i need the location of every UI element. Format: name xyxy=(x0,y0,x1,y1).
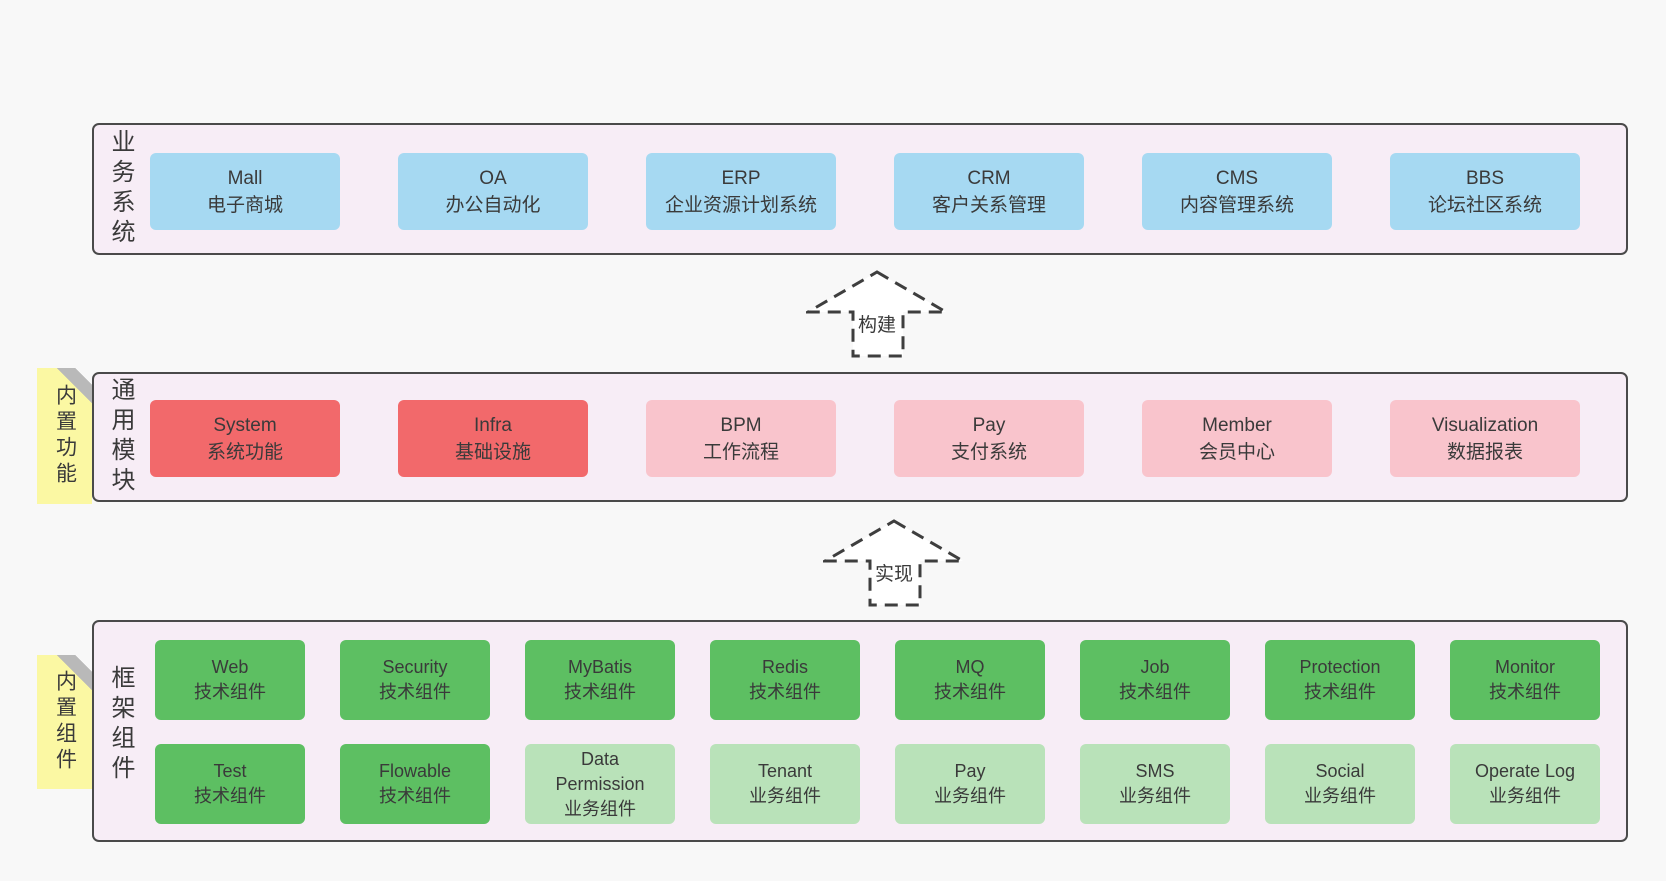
node-bbs: BBS 论坛社区系统 xyxy=(1390,153,1580,230)
node-protection: Protection 技术组件 xyxy=(1265,640,1415,720)
sticky-note-builtin-features: 内置功能 xyxy=(37,368,92,504)
node-tenant: Tenant 业务组件 xyxy=(710,744,860,824)
node-mybatis: MyBatis 技术组件 xyxy=(525,640,675,720)
node-test: Test 技术组件 xyxy=(155,744,305,824)
node-pay-component: Pay 业务组件 xyxy=(895,744,1045,824)
node-cms: CMS 内容管理系统 xyxy=(1142,153,1332,230)
node-social: Social 业务组件 xyxy=(1265,744,1415,824)
arrow-build-label: 构建 xyxy=(854,310,900,337)
node-member: Member 会员中心 xyxy=(1142,400,1332,477)
band-title-common-modules: 通用模块 xyxy=(107,377,134,497)
sticky-note-label: 内置功能 xyxy=(53,384,77,488)
band-framework-components: 框架组件 Web 技术组件 Security 技术组件 MyBatis 技术组件… xyxy=(92,620,1628,842)
node-job: Job 技术组件 xyxy=(1080,640,1230,720)
arrow-implement-icon: 实现 xyxy=(823,519,965,607)
node-system: System 系统功能 xyxy=(150,400,340,477)
sticky-note-label: 内置组件 xyxy=(53,670,77,774)
band-title-business-systems: 业务系统 xyxy=(107,129,134,249)
sticky-note-builtin-components: 内置组件 xyxy=(37,655,92,789)
node-operate-log: Operate Log 业务组件 xyxy=(1450,744,1600,824)
arrow-implement-label: 实现 xyxy=(871,559,917,586)
node-pay-module: Pay 支付系统 xyxy=(894,400,1084,477)
arrow-build-icon: 构建 xyxy=(806,270,948,358)
node-mq: MQ 技术组件 xyxy=(895,640,1045,720)
node-oa: OA 办公自动化 xyxy=(398,153,588,230)
node-erp: ERP 企业资源计划系统 xyxy=(646,153,836,230)
node-flowable: Flowable 技术组件 xyxy=(340,744,490,824)
node-visualization: Visualization 数据报表 xyxy=(1390,400,1580,477)
node-web: Web 技术组件 xyxy=(155,640,305,720)
node-crm: CRM 客户关系管理 xyxy=(894,153,1084,230)
node-bpm: BPM 工作流程 xyxy=(646,400,836,477)
band-business-systems: 业务系统 Mall 电子商城 OA 办公自动化 ERP 企业资源计划系统 CRM… xyxy=(92,123,1628,255)
node-mall: Mall 电子商城 xyxy=(150,153,340,230)
node-redis: Redis 技术组件 xyxy=(710,640,860,720)
node-monitor: Monitor 技术组件 xyxy=(1450,640,1600,720)
node-sms: SMS 业务组件 xyxy=(1080,744,1230,824)
node-infra: Infra 基础设施 xyxy=(398,400,588,477)
node-security: Security 技术组件 xyxy=(340,640,490,720)
band-common-modules: 通用模块 System 系统功能 Infra 基础设施 BPM 工作流程 Pay… xyxy=(92,372,1628,502)
node-data-permission: Data Permission 业务组件 xyxy=(525,744,675,824)
band-title-framework-components: 框架组件 xyxy=(107,665,134,785)
